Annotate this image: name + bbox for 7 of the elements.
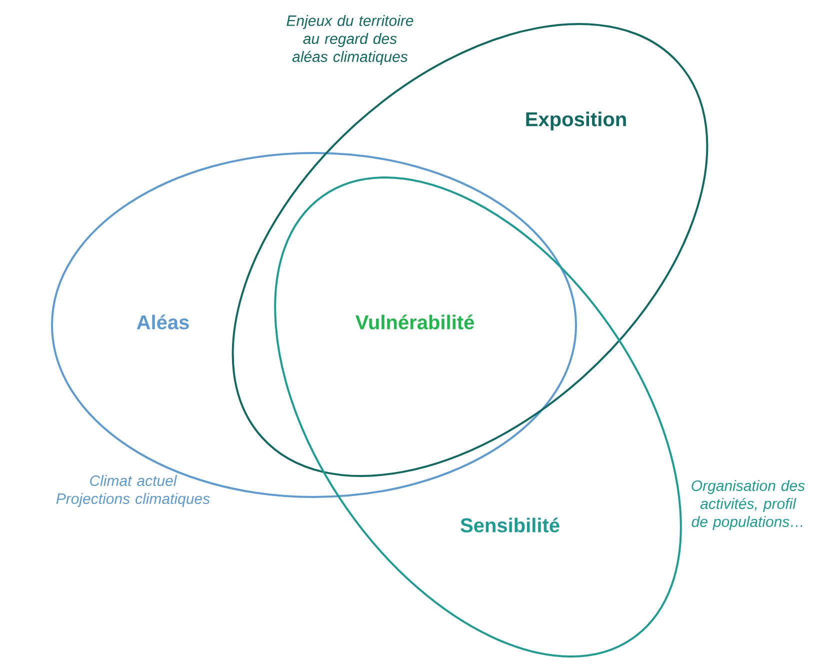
- overlap-label: Vulnérabilité: [356, 314, 474, 330]
- ellipse-label: Sensibilité: [460, 518, 560, 532]
- node-label: Climat actuel Projections climatiques: [56, 475, 210, 507]
- node-label: Enjeux du territoire au regard des aléas climatiques: [286, 15, 414, 65]
- node-label: Organisation des activités, profil de populations…: [692, 480, 805, 530]
- ellipse-label: Exposition: [526, 112, 626, 130]
- ellipse-label: Aléas: [136, 314, 189, 330]
